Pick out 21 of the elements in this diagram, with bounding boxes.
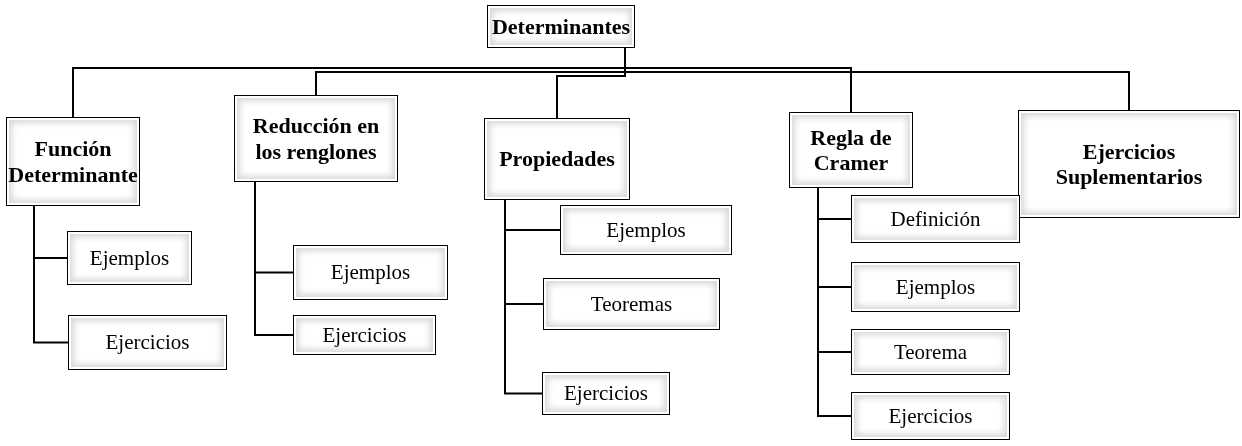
connector-line bbox=[504, 199, 543, 395]
topic-box: Reducción en los renglones bbox=[234, 95, 398, 182]
connector-line bbox=[33, 205, 69, 344]
subtopic-box: Ejemplos bbox=[293, 245, 448, 300]
topic-box: Regla de Cramer bbox=[789, 112, 913, 188]
subtopic-box: Teoremas bbox=[543, 278, 720, 330]
topic-box: Función Determinante bbox=[6, 117, 140, 206]
topic-box: Ejercicios Suplementarios bbox=[1018, 110, 1240, 218]
subtopic-box: Definición bbox=[851, 195, 1020, 243]
subtopic-box: Ejemplos bbox=[67, 231, 192, 285]
subtopic-box: Ejercicios bbox=[293, 315, 436, 355]
subtopic-box: Ejemplos bbox=[851, 262, 1020, 312]
root-box: Determinantes bbox=[487, 5, 635, 48]
subtopic-box: Teorema bbox=[851, 329, 1010, 375]
connector-line bbox=[817, 187, 852, 417]
subtopic-box: Ejercicios bbox=[542, 372, 670, 415]
connector-line bbox=[254, 181, 294, 336]
subtopic-box: Ejercicios bbox=[851, 392, 1010, 440]
subtopic-box: Ejemplos bbox=[560, 205, 732, 255]
subtopic-box: Ejercicios bbox=[68, 315, 227, 370]
topic-box: Propiedades bbox=[484, 118, 630, 200]
